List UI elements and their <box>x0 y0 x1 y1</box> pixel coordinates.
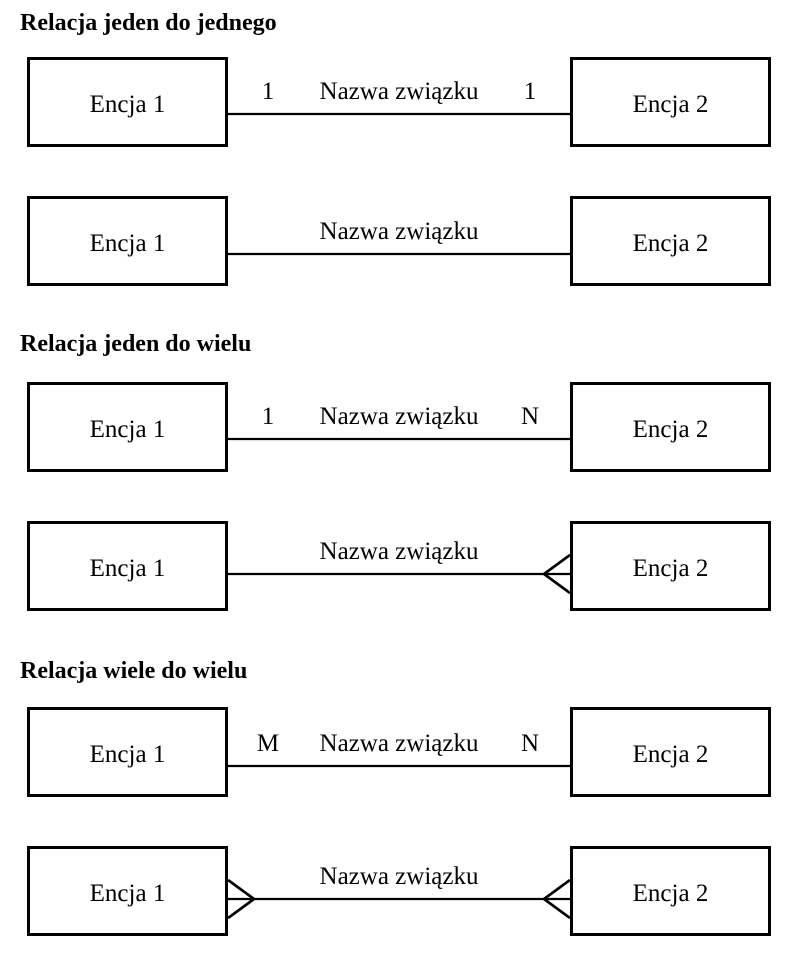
entity-box: Encja 2 <box>570 846 771 936</box>
relationship-name-label: Nazwa związku <box>319 78 479 105</box>
cardinality-right-label: N <box>520 403 540 430</box>
cardinality-right-label: N <box>520 730 540 757</box>
cardinality-left-label: M <box>256 730 280 757</box>
entity-box: Encja 2 <box>570 196 771 286</box>
section-heading-one-to-one: Relacja jeden do jednego <box>20 10 277 36</box>
crow-foot-right-icon <box>541 878 570 920</box>
entity-box: Encja 1 <box>27 196 228 286</box>
entity-box: Encja 1 <box>27 57 228 147</box>
entity-box: Encja 2 <box>570 382 771 472</box>
relationship-connector <box>228 252 570 256</box>
entity-box: Encja 2 <box>570 521 771 611</box>
section-heading-many-to-many: Relacja wiele do wielu <box>20 658 248 684</box>
connector-labels: Nazwa związku <box>228 536 570 568</box>
entity-box: Encja 2 <box>570 707 771 797</box>
entity-label: Encja 2 <box>632 90 709 118</box>
relationship-name-label: Nazwa związku <box>319 538 479 565</box>
connector-labels: Nazwa związku <box>228 861 570 893</box>
entity-label: Encja 2 <box>632 879 709 907</box>
cardinality-left-label: 1 <box>261 78 275 105</box>
entity-box: Encja 1 <box>27 707 228 797</box>
relationship-connector <box>228 553 570 595</box>
relationship-name-label: Nazwa związku <box>319 863 479 890</box>
connector-labels: 1 Nazwa związku 1 <box>228 76 570 108</box>
entity-box: Encja 1 <box>27 382 228 472</box>
entity-label: Encja 2 <box>632 229 709 257</box>
relationship-connector <box>228 764 570 768</box>
connector-labels: Nazwa związku <box>228 216 570 248</box>
connector-labels: 1 Nazwa związku N <box>228 401 570 433</box>
relationship-name-label: Nazwa związku <box>319 218 479 245</box>
entity-box: Encja 1 <box>27 846 228 936</box>
entity-label: Encja 1 <box>89 415 166 443</box>
cardinality-right-label: 1 <box>523 78 537 105</box>
entity-label: Encja 1 <box>89 90 166 118</box>
crow-foot-right-icon <box>541 553 570 595</box>
entity-label: Encja 1 <box>89 554 166 582</box>
relationship-name-label: Nazwa związku <box>319 730 479 757</box>
entity-label: Encja 1 <box>89 740 166 768</box>
connector-labels: M Nazwa związku N <box>228 728 570 760</box>
relationship-connector <box>228 437 570 441</box>
cardinality-left-label: 1 <box>261 403 275 430</box>
entity-label: Encja 2 <box>632 415 709 443</box>
entity-label: Encja 1 <box>89 229 166 257</box>
entity-box: Encja 2 <box>570 57 771 147</box>
relationship-name-label: Nazwa związku <box>319 403 479 430</box>
crow-foot-left-icon <box>228 878 257 920</box>
section-heading-one-to-many: Relacja jeden do wielu <box>20 331 252 357</box>
relationship-connector <box>228 878 570 920</box>
entity-label: Encja 2 <box>632 740 709 768</box>
relationship-connector <box>228 112 570 116</box>
entity-box: Encja 1 <box>27 521 228 611</box>
entity-label: Encja 1 <box>89 879 166 907</box>
entity-label: Encja 2 <box>632 554 709 582</box>
